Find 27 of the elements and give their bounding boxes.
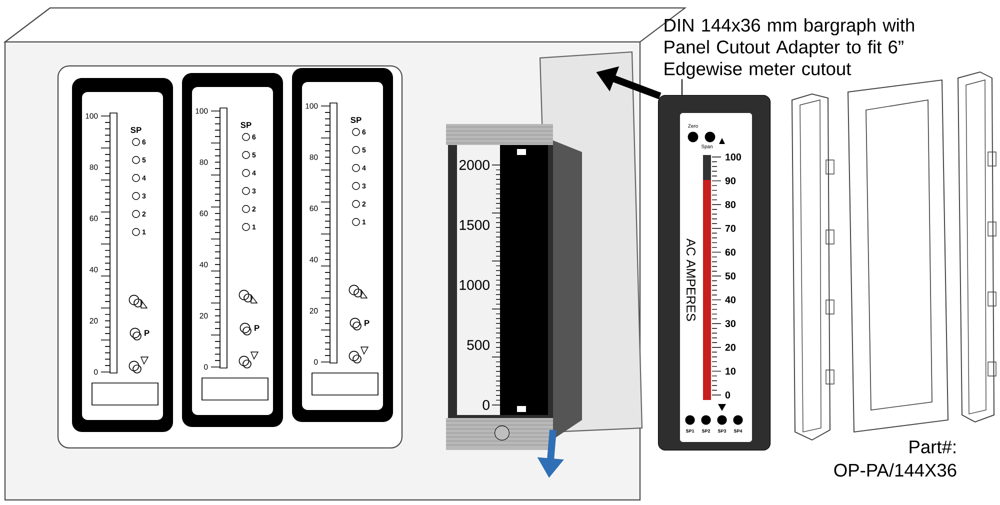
setpoint-label: SP — [130, 127, 142, 133]
scale-number: 30 — [725, 320, 736, 328]
part-number: OP-PA/144X36 — [834, 463, 956, 477]
scale-number: 0 — [725, 392, 730, 398]
scale-number: 80 — [725, 201, 736, 208]
button-label: P — [144, 330, 150, 336]
meter-unit-label: AC AMPERES — [686, 238, 696, 321]
scale-number: 60 — [725, 248, 736, 256]
scale-number: 500 — [467, 340, 490, 350]
scale-number: 70 — [725, 224, 736, 232]
scale-number: 90 — [725, 177, 736, 184]
scale-number: 40 — [725, 296, 736, 304]
setpoint-label: SP — [350, 117, 362, 123]
scale-number: 0 — [482, 400, 490, 410]
scale-number: 2000 — [459, 160, 490, 170]
scale-number: 10 — [726, 368, 736, 375]
annotation-text: DIN 144x36 mm bargraph with Panel Cutout Adapter to fit 6” Edgewise meter cutout — [664, 18, 914, 79]
scale-number: 1500 — [460, 220, 490, 230]
part-label: Part#: — [910, 440, 956, 454]
button-label: P — [364, 320, 370, 326]
setpoint-label: SP — [240, 122, 252, 128]
scale-number: 100 — [726, 154, 741, 160]
button-label: P — [254, 325, 260, 331]
scale-number: 1000 — [460, 280, 490, 290]
bargraph-meter-drawing — [658, 95, 771, 451]
scale-number: 20 — [725, 344, 736, 351]
scale-number: 50 — [725, 272, 736, 280]
